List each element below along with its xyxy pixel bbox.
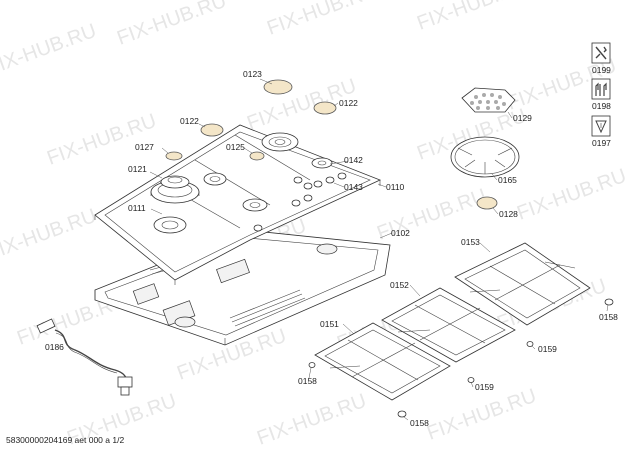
control-knobs	[253, 172, 347, 232]
grease-icon	[595, 120, 607, 134]
callout-0158: 0158	[410, 418, 429, 428]
burner	[311, 157, 333, 169]
callout-0159: 0159	[538, 344, 557, 354]
tray-hole	[316, 243, 338, 255]
callout-0123: 0123	[243, 69, 262, 79]
rubber-foot	[604, 298, 614, 306]
callout-0111: 0111	[128, 203, 146, 213]
tool-icon	[595, 46, 607, 60]
callout-0153: 0153	[461, 237, 480, 247]
callout-0102: 0102	[391, 228, 410, 238]
burner-ring	[153, 216, 187, 234]
burner-cap-0125	[249, 151, 265, 161]
tray-hole	[174, 316, 196, 328]
callout-0186: 0186	[45, 342, 64, 352]
watermark: FIX-HUB.RU	[264, 0, 379, 40]
burner-assembly-0121	[150, 175, 200, 204]
watermark: FIX-HUB.RU	[414, 0, 529, 35]
watermark: FIX-HUB.RU	[44, 110, 159, 170]
wok-burner	[261, 132, 299, 152]
pan-support-0153	[454, 242, 591, 326]
watermark: FIX-HUB.RU	[0, 205, 99, 265]
burner-cap-0122	[200, 123, 224, 137]
document-footer: 58300000204169 aet 000 a 1/2	[6, 435, 124, 445]
power-cable-0186	[36, 318, 133, 396]
gloves-icon	[595, 82, 607, 96]
callout-0122: 0122	[180, 116, 199, 126]
callout-0127: 0127	[135, 142, 154, 152]
burner	[242, 198, 268, 212]
callout-labels: 0123 0122 0122 0127 0125 0121 0142 0143 …	[45, 69, 618, 428]
burner-cap-0128	[476, 196, 498, 210]
callout-0142: 0142	[344, 155, 363, 165]
legend-code-0199: 0199	[592, 65, 611, 75]
callout-0128: 0128	[499, 209, 518, 219]
tray-opening	[216, 258, 250, 284]
callout-0143: 0143	[344, 182, 363, 192]
callout-0129: 0129	[513, 113, 532, 123]
burner-cap-0127	[165, 151, 183, 161]
wok-insert-0129	[461, 87, 516, 113]
legend-tool: 0199	[591, 42, 611, 75]
legend-grease: 0197	[591, 115, 611, 148]
burner	[203, 172, 227, 186]
rubber-foot	[397, 410, 407, 418]
callout-0121: 0121	[128, 164, 147, 174]
rubber-foot	[526, 341, 534, 347]
legend-code-0197: 0197	[592, 138, 611, 148]
watermark: FIX-HUB.RU	[424, 385, 539, 445]
leader-lines	[67, 78, 609, 421]
rubber-foot	[308, 362, 316, 368]
rubber-foot	[467, 377, 475, 383]
callout-0159: 0159	[475, 382, 494, 392]
legend-gloves: 0198	[591, 78, 611, 111]
watermark: FIX-HUB.RU	[0, 20, 99, 80]
callout-0122: 0122	[339, 98, 358, 108]
watermark: FIX-HUB.RU	[114, 0, 229, 50]
callout-0151: 0151	[320, 319, 339, 329]
burner-cap-0123	[263, 79, 293, 95]
watermark: FIX-HUB.RU	[514, 165, 629, 225]
burner-cap-0122	[313, 101, 337, 115]
legend-code-0198: 0198	[592, 101, 611, 111]
callout-0158: 0158	[298, 376, 317, 386]
cooktop-top-plate	[94, 124, 382, 285]
wok-ring-0165	[450, 136, 520, 178]
callout-0158: 0158	[599, 312, 618, 322]
pan-support-0152	[381, 287, 516, 363]
callout-0152: 0152	[390, 280, 409, 290]
tray-opening	[132, 283, 160, 305]
callout-0165: 0165	[498, 175, 517, 185]
watermark: FIX-HUB.RU	[254, 390, 369, 450]
callout-0125: 0125	[226, 142, 245, 152]
callout-0110: 0110	[386, 182, 405, 192]
